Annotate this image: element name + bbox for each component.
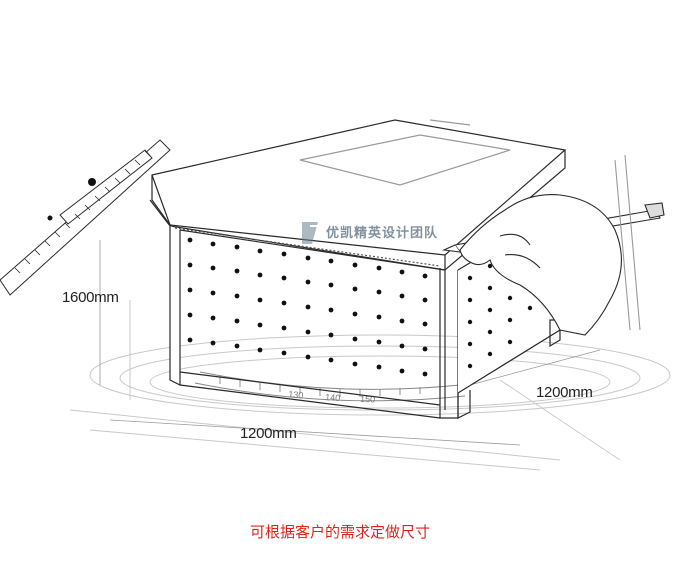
front-pegboard-holes xyxy=(187,237,428,377)
cabinet-front xyxy=(169,226,181,386)
hand-with-pencil xyxy=(442,154,665,336)
ruler-tool xyxy=(0,139,171,296)
ruler-mark-150: 150 xyxy=(360,394,375,405)
ruler-arc xyxy=(194,371,466,402)
ruler-tool-ticks xyxy=(14,150,151,274)
brand-watermark-logo xyxy=(302,222,324,244)
depth-dimension-label: 1200mm xyxy=(536,384,593,401)
cabinet-top xyxy=(151,119,567,256)
width-dimension-label: 1200mm xyxy=(240,425,297,442)
dimension-lines xyxy=(99,240,601,446)
custom-size-caption: 可根据客户的需求定做尺寸 xyxy=(249,523,430,541)
height-dimension-label: 1600mm xyxy=(62,289,119,306)
ruler-mark-130: 130 xyxy=(288,389,304,401)
ruler-knob xyxy=(88,178,96,186)
ruler-screw xyxy=(47,215,53,221)
brand-watermark-text: 优凯精英设计团队 xyxy=(326,226,439,241)
ruler-mark-140: 140 xyxy=(325,392,341,403)
